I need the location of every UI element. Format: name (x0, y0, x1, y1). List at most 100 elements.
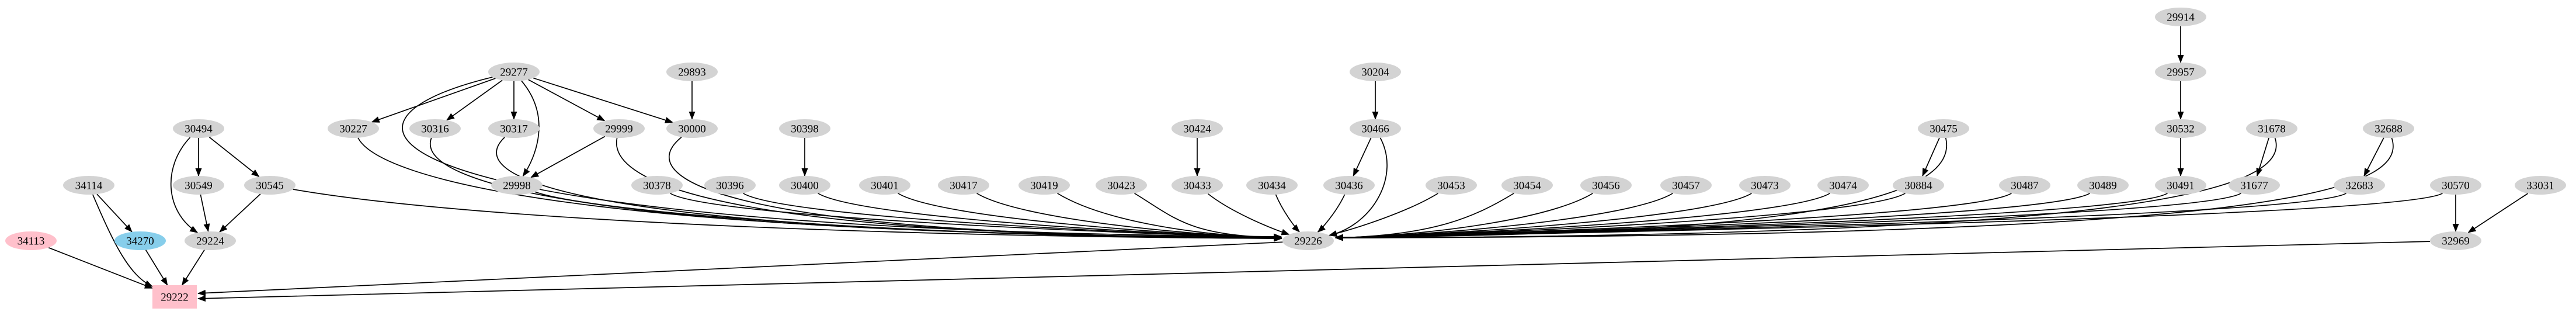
node-label-34114: 34114 (75, 180, 103, 192)
node-ellipse-29998 (491, 176, 543, 195)
edge-33031-32969 (2467, 193, 2529, 233)
graph-node-30549: 30549 (173, 176, 224, 195)
edge-29277-30227 (371, 78, 496, 123)
graph-node-30494: 30494 (173, 119, 224, 138)
graph-node-30545: 30545 (244, 176, 296, 195)
graph-node-32688: 32688 (2363, 119, 2414, 138)
node-ellipse-29914 (2155, 8, 2206, 26)
edge-30475-30884 (1922, 137, 1940, 177)
edge-29277-30000 (533, 77, 673, 123)
node-ellipse-30457 (1660, 176, 1712, 195)
edge-30466-30436 (1353, 137, 1372, 177)
edge-34114-29222 (92, 194, 153, 288)
graph-node-29998: 29998 (491, 176, 543, 195)
graph-node-34114: 34114 (63, 176, 114, 195)
node-label-30570: 30570 (2442, 180, 2470, 192)
graph-node-29224: 29224 (185, 231, 236, 250)
node-label-29893: 29893 (678, 67, 706, 79)
graph-node-30434: 30434 (1246, 176, 1298, 195)
graph-node-30417: 30417 (938, 176, 989, 195)
node-label-30423: 30423 (1107, 180, 1135, 192)
graph-node-30487: 30487 (1999, 176, 2050, 195)
edge-30494-29224 (170, 137, 199, 233)
graph-node-30532: 30532 (2155, 119, 2206, 138)
edge-32969-29222 (197, 241, 2431, 302)
node-ellipse-29957 (2155, 63, 2206, 81)
edge-29277-29226 (402, 77, 1282, 240)
node-label-30396: 30396 (716, 180, 744, 192)
node-label-30487: 30487 (2011, 180, 2039, 192)
node-label-30494: 30494 (185, 123, 213, 136)
graph-node-29226: 29226 (1282, 231, 1334, 250)
edge-30436-29226 (1317, 194, 1346, 233)
node-ellipse-30549 (173, 176, 224, 195)
node-ellipse-30466 (1350, 119, 1401, 138)
node-ellipse-29224 (185, 231, 236, 250)
node-ellipse-30474 (1817, 176, 1869, 195)
edge-30570-29226 (1335, 192, 2443, 241)
node-label-30227: 30227 (339, 123, 367, 136)
edge-31678-29226 (1335, 137, 2277, 241)
graph-node-32683: 32683 (2334, 176, 2385, 195)
graph-node-30401: 30401 (859, 176, 910, 195)
graph-node-30396: 30396 (704, 176, 756, 195)
node-ellipse-30434 (1246, 176, 1298, 195)
graph-node-30378: 30378 (631, 176, 683, 195)
node-label-31678: 31678 (2258, 123, 2286, 136)
node-ellipse-30401 (859, 176, 910, 195)
node-ellipse-30419 (1018, 176, 1070, 195)
edge-30000-29226 (668, 136, 1282, 241)
graph-node-29222: 29222 (152, 285, 197, 309)
graph-node-30204: 30204 (1350, 63, 1401, 81)
node-ellipse-30475 (1918, 119, 1969, 138)
edge-34114-34270 (96, 193, 133, 233)
node-label-30453: 30453 (1437, 180, 1465, 192)
node-label-30884: 30884 (1904, 180, 1932, 192)
node-ellipse-30454 (1501, 176, 1553, 195)
node-ellipse-30227 (328, 119, 379, 138)
node-label-30466: 30466 (1361, 123, 1389, 136)
graph-node-30457: 30457 (1660, 176, 1712, 195)
edge-29999-29998 (530, 136, 606, 178)
edge-30545-29224 (219, 193, 261, 233)
node-label-29998: 29998 (503, 180, 531, 192)
graph-node-29893: 29893 (666, 63, 718, 81)
node-ellipse-30000 (666, 119, 718, 138)
node-ellipse-30433 (1171, 176, 1223, 195)
node-ellipse-30424 (1171, 119, 1223, 138)
node-label-30378: 30378 (643, 180, 671, 192)
node-label-30456: 30456 (1592, 180, 1620, 192)
node-label-32683: 32683 (2345, 180, 2373, 192)
graph-node-30433: 30433 (1171, 176, 1223, 195)
node-label-30316: 30316 (421, 123, 449, 136)
node-ellipse-30570 (2430, 176, 2481, 195)
graph-node-30473: 30473 (1739, 176, 1791, 195)
node-label-34113: 34113 (18, 236, 45, 248)
node-label-30532: 30532 (2167, 123, 2195, 136)
node-label-29957: 29957 (2167, 67, 2195, 79)
edge-30316-29226 (430, 137, 1282, 241)
node-label-30457: 30457 (1672, 180, 1700, 192)
graph-node-34113: 34113 (5, 231, 57, 250)
node-label-30475: 30475 (1930, 123, 1958, 136)
edge-29998-29226 (535, 191, 1282, 242)
graph-node-30424: 30424 (1171, 119, 1223, 138)
node-ellipse-32683 (2334, 176, 2385, 195)
graph-node-30317: 30317 (488, 119, 540, 138)
node-ellipse-34270 (114, 231, 166, 250)
graph-node-30453: 30453 (1426, 176, 1477, 195)
node-label-30489: 30489 (2089, 180, 2117, 192)
graph-node-30316: 30316 (409, 119, 461, 138)
graph-node-30419: 30419 (1018, 176, 1070, 195)
node-label-30454: 30454 (1513, 180, 1541, 192)
graph-node-29277: 29277 (488, 63, 540, 81)
graph-node-30466: 30466 (1350, 119, 1401, 138)
node-ellipse-29999 (593, 119, 645, 138)
node-ellipse-30487 (1999, 176, 2050, 195)
graph-node-30227: 30227 (328, 119, 379, 138)
graph-node-30884: 30884 (1893, 176, 1944, 195)
node-label-30434: 30434 (1258, 180, 1286, 192)
node-ellipse-30316 (409, 119, 461, 138)
node-label-30545: 30545 (256, 180, 284, 192)
